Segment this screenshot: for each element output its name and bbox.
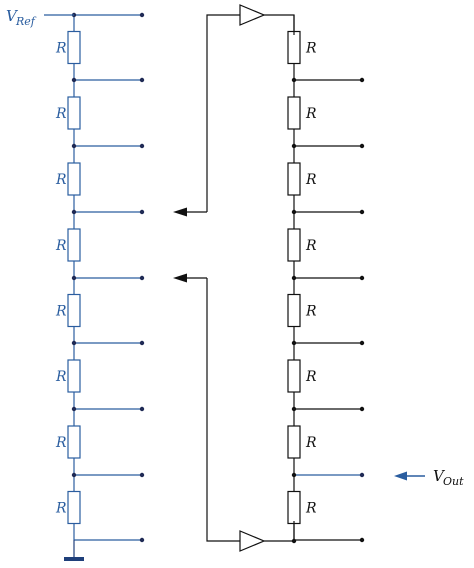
junction-dot: [71, 77, 77, 83]
resistor-label: R: [55, 41, 67, 57]
junction-dot: [291, 340, 297, 346]
tap-end-dot: [359, 275, 365, 281]
junction-dot: [71, 472, 77, 478]
resistor: [67, 293, 81, 328]
resistor-label: R: [55, 369, 67, 385]
resistor: [67, 162, 81, 196]
tap-end-dot: [139, 12, 145, 18]
tap-end-dot: [139, 406, 145, 412]
resistor: [67, 490, 81, 525]
resistor-label: R: [305, 435, 317, 451]
resistor: [287, 96, 301, 130]
resistor-label: R: [55, 304, 67, 320]
resistor: [287, 162, 301, 196]
junction-dot: [71, 209, 77, 215]
lower-buffer-triangle-icon: [239, 530, 266, 552]
resistor-label: R: [55, 106, 67, 122]
resistor-label: R: [55, 435, 67, 451]
lower-arrowhead-icon: [173, 273, 187, 283]
vref-label: V Ref: [6, 7, 37, 28]
junction-dot: [291, 209, 297, 215]
bottom-right-node-dot: [291, 538, 297, 544]
tap-end-dot: [139, 340, 145, 346]
resistor: [67, 425, 81, 459]
resistor: [287, 293, 301, 328]
svg-text:Ref: Ref: [15, 15, 37, 28]
tap-end-dot: [139, 143, 145, 149]
tap-end-dot: [359, 537, 365, 543]
tap-end-dot: [359, 209, 365, 215]
tap-end-dot: [359, 340, 365, 346]
resistor-label: R: [305, 172, 317, 188]
svg-text:Out: Out: [443, 475, 464, 488]
resistor: [287, 30, 301, 65]
right-resistor-ladder: R R R R R R R R: [287, 15, 365, 543]
resistor: [287, 490, 301, 525]
tap-end-dot: [359, 143, 365, 149]
resistor: [287, 359, 301, 393]
junction-dot: [71, 143, 77, 149]
resistor: [67, 359, 81, 393]
junction-dot: [291, 77, 297, 83]
tap-end-dot: [359, 472, 365, 478]
left-resistor-ladder: R R R R R R R R: [55, 12, 145, 543]
resistor-label: R: [305, 238, 317, 254]
junction-dot: [71, 406, 77, 412]
resistor-label: R: [305, 106, 317, 122]
junction-dot: [291, 275, 297, 281]
resistor: [67, 30, 81, 65]
resistor: [287, 228, 301, 262]
resistor-label: R: [55, 238, 67, 254]
resistor-label: R: [305, 304, 317, 320]
tap-end-dot: [139, 275, 145, 281]
tap-end-dot: [139, 537, 145, 543]
upper-buffer-path: [173, 14, 295, 217]
upper-arrowhead-icon: [173, 207, 187, 217]
resistor-label: R: [305, 369, 317, 385]
resistor-label: R: [55, 172, 67, 188]
junction-dot: [291, 143, 297, 149]
junction-dot: [71, 275, 77, 281]
tap-end-dot: [359, 77, 365, 83]
svg-text:V: V: [6, 7, 19, 25]
svg-text:V: V: [433, 467, 446, 485]
lower-buffer-path: [173, 273, 295, 542]
resistor-label: R: [305, 41, 317, 57]
resistor: [67, 96, 81, 130]
vout-indicator: V Out: [394, 467, 464, 488]
ground-symbol: [64, 540, 84, 561]
tap-end-dot: [359, 406, 365, 412]
tap-end-dot: [139, 472, 145, 478]
junction-dot: [291, 472, 297, 478]
junction-dot: [291, 406, 297, 412]
tap-end-dot: [139, 209, 145, 215]
resistor-label: R: [305, 501, 317, 517]
junction-dot: [71, 340, 77, 346]
vout-arrow-icon: [394, 471, 407, 481]
tap-end-dot: [139, 77, 145, 83]
resistor: [67, 228, 81, 262]
upper-buffer-triangle-icon: [239, 4, 266, 26]
resistor: [287, 425, 301, 459]
resistor-label: R: [55, 501, 67, 517]
